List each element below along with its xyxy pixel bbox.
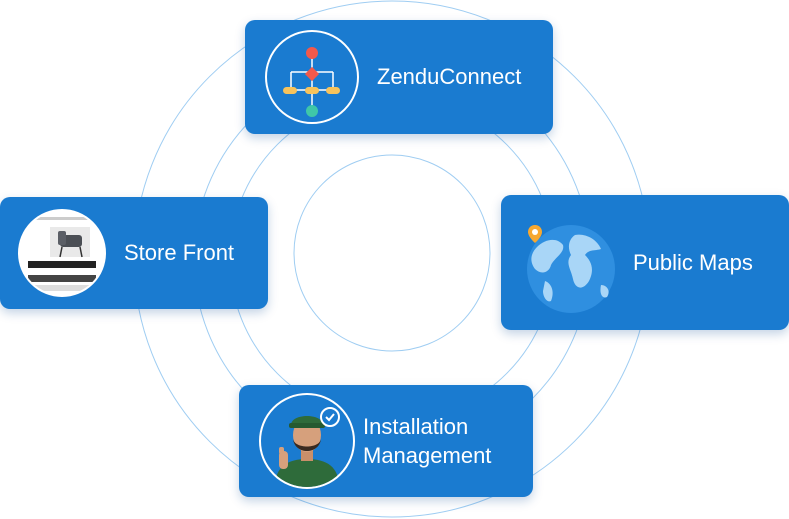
workflow-icon: [265, 30, 359, 124]
globe-icon: [515, 211, 619, 315]
installer-icon: [259, 393, 355, 489]
zenduconnect-card[interactable]: ZenduConnect: [245, 20, 553, 134]
zenduconnect-label: ZenduConnect: [377, 64, 522, 89]
installation-management-label: Installation Management: [363, 412, 491, 470]
installation-label-line2: Management: [363, 443, 492, 468]
center-ring: [293, 154, 491, 352]
store-front-card[interactable]: Store Front: [0, 197, 268, 309]
installation-management-card[interactable]: Installation Management: [239, 385, 533, 497]
public-maps-card[interactable]: Public Maps: [501, 195, 789, 330]
public-maps-label: Public Maps: [633, 249, 753, 275]
store-screenshot-icon: [18, 209, 106, 297]
store-front-label: Store Front: [124, 240, 235, 265]
installation-label-line1: Installation: [363, 414, 469, 439]
